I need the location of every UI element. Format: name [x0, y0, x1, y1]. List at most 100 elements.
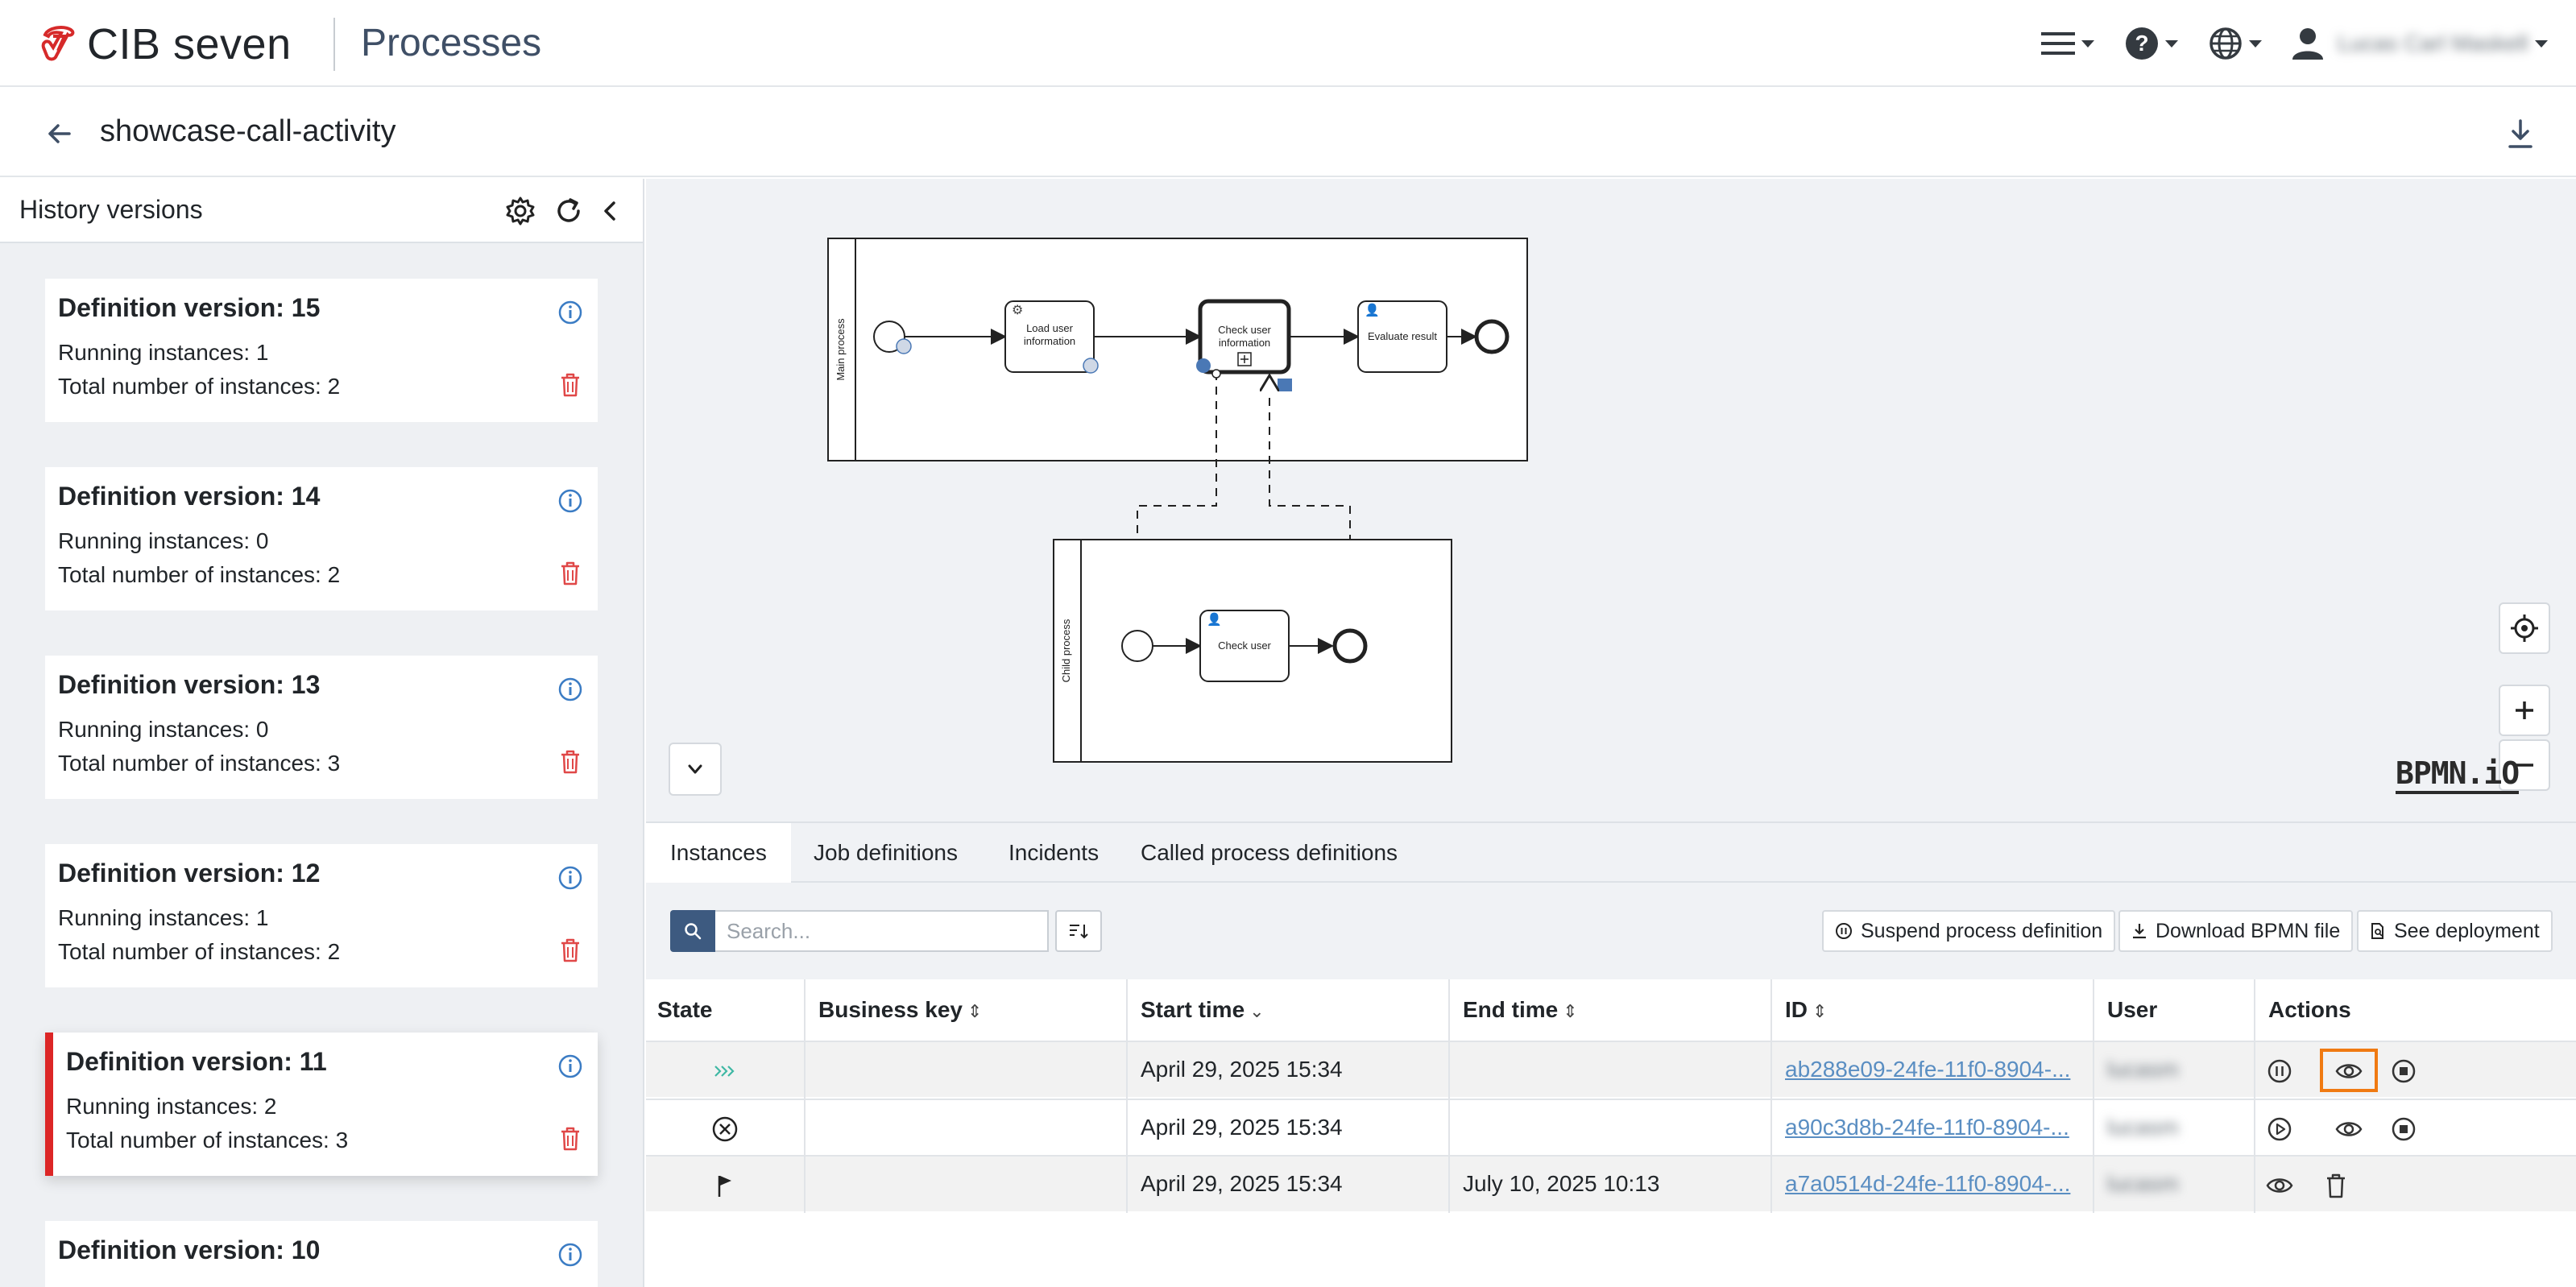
call-activity-check-user-information[interactable]: Check user information — [1196, 299, 1292, 391]
pause-circle-icon[interactable] — [2265, 1057, 2294, 1086]
tab-called-process-definitions[interactable]: Called process definitions — [1141, 840, 1398, 865]
back-arrow-icon[interactable] — [45, 119, 74, 148]
sort-order-button[interactable] — [1055, 910, 1102, 952]
header-end-time[interactable]: End time⇕ — [1463, 997, 1578, 1022]
settings-gear-icon[interactable] — [504, 195, 536, 227]
info-icon[interactable] — [557, 865, 583, 891]
zoom-out-button[interactable] — [2499, 739, 2550, 791]
sidebar-title: History versions — [19, 195, 203, 224]
end-time: July 10, 2025 10:13 — [1463, 1171, 1660, 1196]
instance-id-link[interactable]: a90c3d8b-24fe-11f0-8904-... — [1785, 1115, 2069, 1140]
sort-icon — [1070, 925, 1088, 939]
end-event[interactable] — [1474, 319, 1510, 354]
stop-circle-icon[interactable] — [2389, 1057, 2418, 1086]
search-input[interactable] — [715, 910, 1049, 952]
start-time: April 29, 2025 15:34 — [1141, 1115, 1343, 1140]
tab-incidents[interactable]: Incidents — [1008, 840, 1100, 865]
instances-toolbar: Suspend process definition Download BPMN… — [646, 883, 2576, 979]
eye-icon[interactable] — [2334, 1057, 2363, 1086]
user-dropdown[interactable]: Lucas Carl Maskell — [2292, 23, 2548, 64]
cancel-icon — [712, 1116, 738, 1142]
tab-instances[interactable]: Instances — [646, 823, 791, 883]
bpmn-diagram: Main process ⚙ Load user information Che… — [827, 238, 1528, 763]
version-title: Definition version: 14 — [58, 482, 321, 511]
bpmn-io-logo[interactable]: BPMN.iO — [2396, 755, 2520, 794]
info-icon[interactable] — [557, 1242, 583, 1268]
version-card[interactable]: Definition version: 14 Running instances… — [45, 467, 598, 610]
bpmn-diagram-canvas[interactable]: Main process ⚙ Load user information Che… — [646, 179, 2576, 821]
version-card-selected[interactable]: Definition version: 11 Running instances… — [45, 1032, 598, 1176]
header-business-key[interactable]: Business key⇕ — [818, 997, 983, 1022]
trash-icon[interactable] — [2321, 1171, 2350, 1200]
search-icon — [685, 923, 702, 940]
column-divider — [1448, 979, 1450, 1213]
tab-bar: Instances Job definitions Incidents Call… — [646, 821, 2576, 883]
process-header: showcase-call-activity — [0, 89, 2576, 177]
instance-id-link[interactable]: ab288e09-24fe-11f0-8904-... — [1785, 1057, 2071, 1082]
zoom-in-button[interactable] — [2499, 685, 2550, 736]
version-title: Definition version: 11 — [66, 1047, 327, 1076]
see-deployment-button[interactable]: See deployment — [2357, 910, 2553, 952]
trash-icon[interactable] — [559, 372, 582, 398]
highlight-box — [2320, 1049, 2378, 1092]
process-title: showcase-call-activity — [100, 114, 396, 148]
trash-icon[interactable] — [559, 561, 582, 586]
user-icon — [2292, 28, 2323, 60]
app-title: Processes — [361, 22, 542, 64]
version-card[interactable]: Definition version: 13 Running instances… — [45, 656, 598, 799]
chevron-down-icon — [2165, 39, 2178, 48]
eye-icon[interactable] — [2265, 1171, 2294, 1200]
svg-text:👤: 👤 — [1365, 303, 1380, 317]
brand-text: CIB seven — [87, 20, 292, 68]
reset-view-button[interactable] — [2499, 602, 2550, 654]
refresh-icon[interactable] — [553, 195, 585, 227]
play-circle-icon[interactable] — [2265, 1115, 2294, 1144]
version-card[interactable]: Definition version: 15 Running instances… — [45, 279, 598, 422]
hamburger-icon — [2041, 32, 2075, 55]
chevron-down-icon — [2534, 39, 2548, 48]
chevron-left-icon[interactable] — [594, 195, 627, 227]
task-load-user-information[interactable]: ⚙ Load user information — [1004, 300, 1099, 374]
trash-icon[interactable] — [559, 749, 582, 775]
menu-dropdown[interactable] — [2041, 23, 2094, 64]
instance-id-link[interactable]: a7a0514d-24fe-11f0-8904-... — [1785, 1171, 2071, 1196]
column-divider — [1770, 979, 1772, 1213]
header-start-time[interactable]: Start time⌄ — [1141, 997, 1265, 1022]
info-icon[interactable] — [557, 300, 583, 325]
trash-icon[interactable] — [559, 937, 582, 963]
child-end-event[interactable] — [1332, 628, 1368, 664]
version-card[interactable]: Definition version: 12 Running instances… — [45, 844, 598, 987]
child-start-event[interactable] — [1121, 630, 1153, 662]
suspend-process-definition-button[interactable]: Suspend process definition — [1822, 910, 2116, 952]
column-divider — [1126, 979, 1128, 1213]
trash-icon[interactable] — [559, 1126, 582, 1152]
tab-job-definitions[interactable]: Job definitions — [814, 840, 959, 865]
collapse-diagram-button[interactable] — [669, 743, 722, 796]
table-row[interactable]: April 29, 2025 15:34 a90c3d8b-24fe-11f0-… — [646, 1099, 2576, 1155]
document-search-icon — [2371, 923, 2383, 939]
download-icon[interactable] — [2507, 118, 2534, 150]
svg-text:👤: 👤 — [1207, 612, 1222, 627]
header-id[interactable]: ID⇕ — [1785, 997, 1828, 1022]
brand[interactable]: CIB seven — [37, 19, 292, 69]
search-button[interactable] — [670, 910, 715, 952]
version-card[interactable]: Definition version: 10 — [45, 1221, 598, 1287]
info-icon[interactable] — [557, 677, 583, 702]
main-pool-label: Main process — [835, 318, 847, 381]
total-instances: Total number of instances: 2 — [58, 939, 341, 964]
info-icon[interactable] — [557, 1053, 583, 1079]
language-dropdown[interactable] — [2209, 23, 2262, 64]
help-dropdown[interactable]: ? — [2125, 23, 2178, 64]
table-row[interactable]: April 29, 2025 15:34 ab288e09-24fe-11f0-… — [646, 1041, 2576, 1097]
child-task-check-user[interactable]: 👤 Check user — [1199, 610, 1290, 682]
task-evaluate-result[interactable]: 👤 Evaluate result — [1357, 300, 1447, 373]
stop-circle-icon[interactable] — [2389, 1115, 2418, 1144]
running-instances: Running instances: 1 — [58, 340, 269, 365]
info-icon[interactable] — [557, 488, 583, 514]
eye-icon[interactable] — [2334, 1115, 2363, 1144]
globe-icon — [2209, 27, 2242, 60]
table-row[interactable]: April 29, 2025 15:34 July 10, 2025 10:13… — [646, 1155, 2576, 1211]
chevron-down-icon — [688, 764, 702, 774]
download-bpmn-button[interactable]: Download BPMN file — [2118, 910, 2354, 952]
running-instances: Running instances: 0 — [58, 528, 269, 553]
